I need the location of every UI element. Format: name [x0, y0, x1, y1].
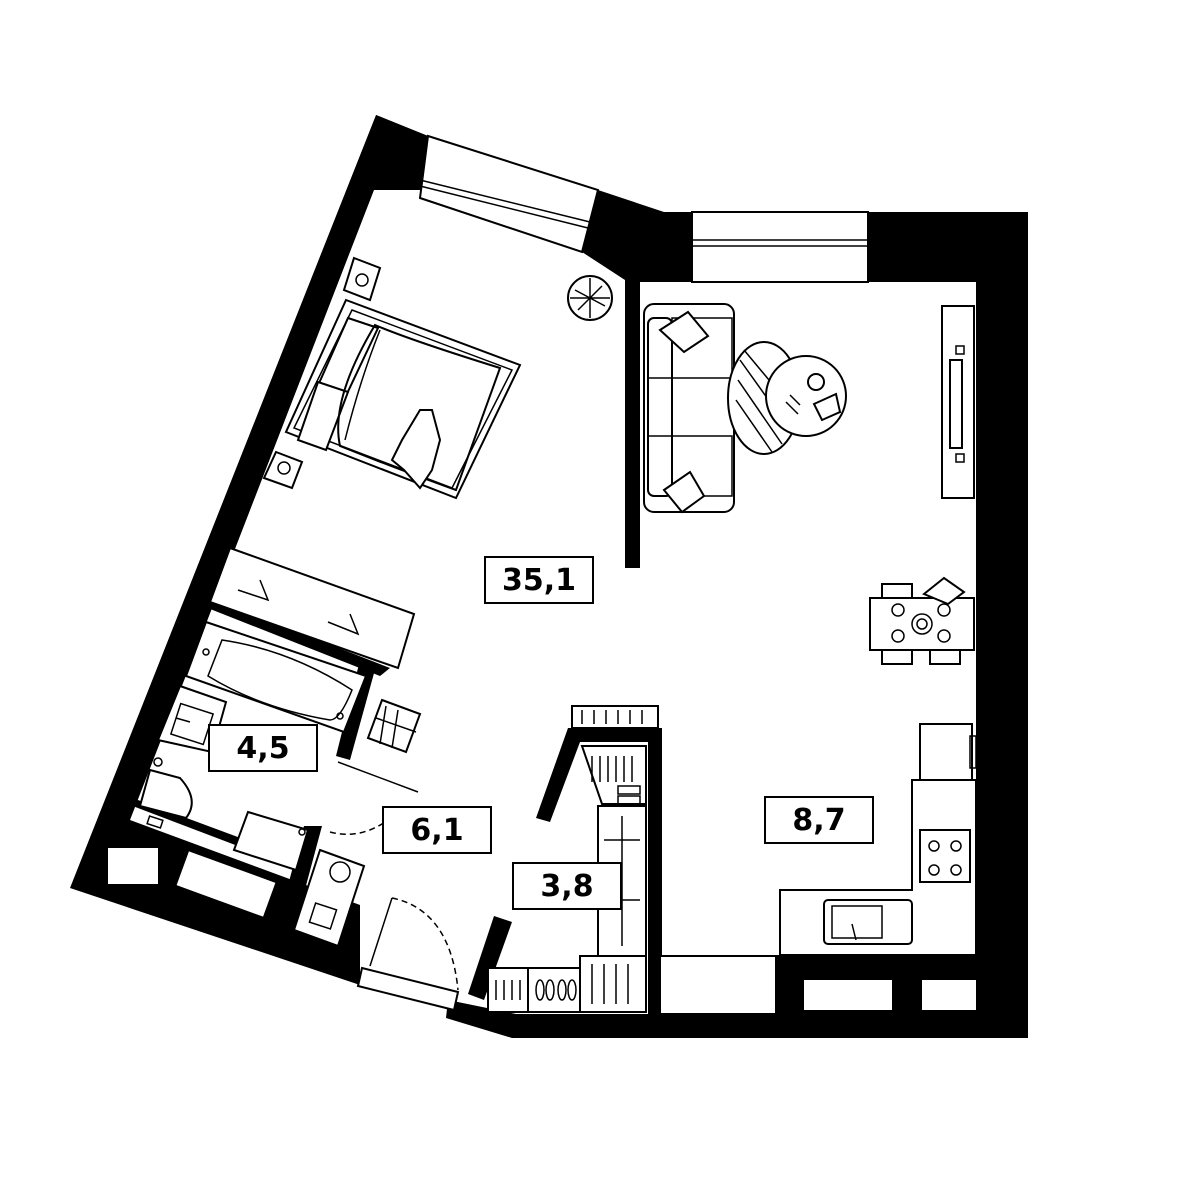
- shoe-rack: [487, 967, 581, 1013]
- area-wardrobe: 3,8: [512, 862, 622, 910]
- closet: [208, 546, 416, 670]
- area-kitchen: 8,7: [764, 796, 874, 844]
- vent-middle: [176, 851, 276, 917]
- rug: [727, 341, 847, 455]
- tv-icon: [941, 305, 975, 499]
- laundry-basket: [366, 698, 422, 754]
- bathtub: [184, 620, 368, 734]
- wall-top-middle: [582, 190, 692, 568]
- vent-bottom-1: [804, 980, 892, 1010]
- kitchen-units: [779, 723, 977, 956]
- area-hallway: 6,1: [382, 806, 492, 854]
- bed: [262, 256, 522, 500]
- area-bathroom: 4,5: [208, 724, 318, 772]
- area-living: 35,1: [484, 556, 594, 604]
- wardrobe-shelving: [571, 705, 659, 1013]
- vent-left: [108, 848, 158, 884]
- windows: [418, 134, 869, 283]
- washing-machine: [232, 810, 310, 872]
- window-top-left: [418, 134, 600, 254]
- entrance-door: [356, 897, 460, 1012]
- dining-table: [869, 576, 975, 665]
- hall-console: [292, 848, 366, 948]
- wall-bottom: [446, 1000, 1028, 1038]
- plant-icon: [567, 275, 613, 321]
- toilet: [138, 757, 193, 820]
- window-top-right: [691, 211, 869, 283]
- vent-bottom-2: [922, 980, 976, 1010]
- wall-left: [70, 115, 428, 888]
- sofa: [643, 303, 735, 514]
- wall-top-right: [868, 212, 1028, 1038]
